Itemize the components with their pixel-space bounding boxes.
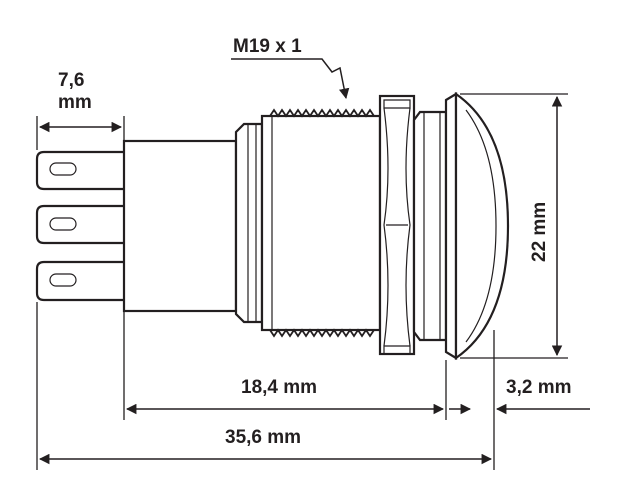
dimension-diameter: 22 mm <box>460 93 568 359</box>
rear-housing <box>122 139 238 313</box>
diameter-label: 22 mm <box>529 202 550 262</box>
hex-nut <box>378 94 416 356</box>
terminal-pin-bottom <box>35 260 124 302</box>
domed-cap <box>454 91 510 361</box>
dimension-terminal-width: 7,6 mm <box>36 70 125 150</box>
body-length-label: 18,4 mm <box>241 377 317 398</box>
terminal-pin-top <box>35 150 124 191</box>
dimension-total-length: 35,6 mm <box>36 302 493 470</box>
terminal-width-unit: mm <box>58 92 92 113</box>
terminal-pin-middle <box>35 204 124 245</box>
dimension-body-length: 18,4 mm <box>123 312 447 420</box>
thread-callout: M19 x 1 <box>231 36 350 100</box>
terminal-pins <box>35 150 124 302</box>
dimension-cap-depth: 3,2 mm <box>449 330 590 470</box>
total-length-label: 35,6 mm <box>225 427 301 448</box>
front-bezel <box>412 92 458 360</box>
threaded-barrel <box>260 108 382 338</box>
thread-label: M19 x 1 <box>233 36 302 57</box>
cap-depth-label: 3,2 mm <box>506 377 571 398</box>
terminal-width-value: 7,6 <box>58 70 84 91</box>
rear-collar <box>234 122 264 324</box>
